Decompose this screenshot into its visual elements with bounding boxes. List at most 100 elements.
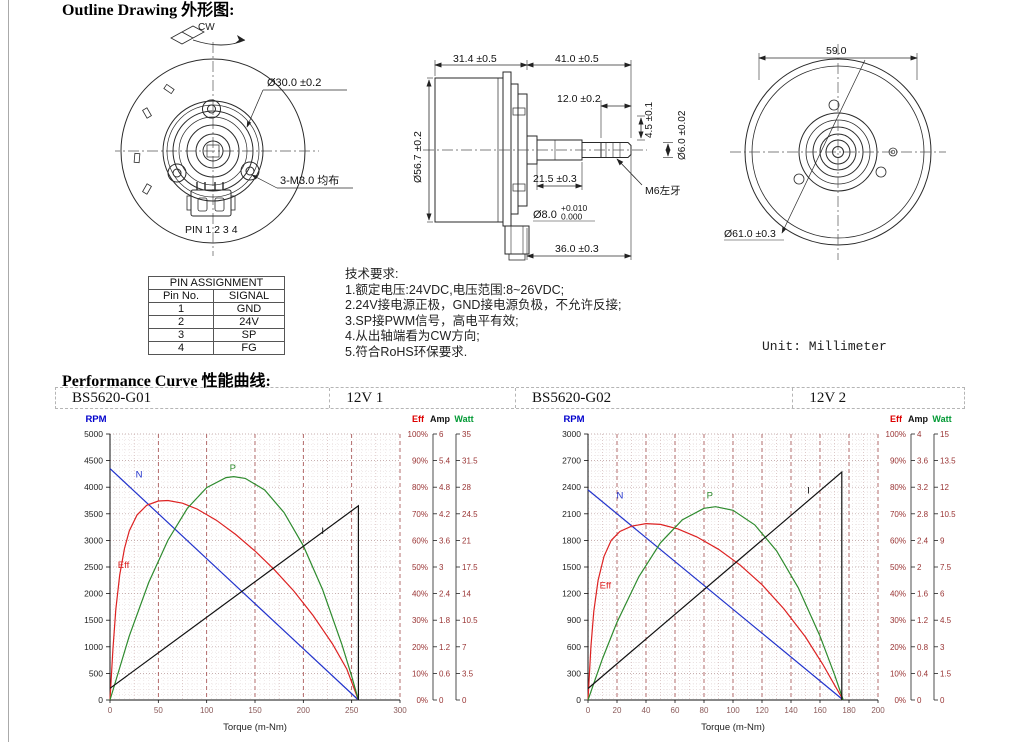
svg-text:0: 0	[439, 696, 444, 705]
front-view-drawing: CW Ø30.0 ±0.2 3-M3.0 均布 PIN 1 2 3 4	[115, 22, 353, 256]
svg-text:120: 120	[755, 706, 769, 715]
svg-text:90%: 90%	[412, 457, 428, 466]
svg-text:40%: 40%	[412, 590, 428, 599]
chart1-voltage-cell: 12V 1	[330, 388, 516, 408]
chart2-model-cell: BS5620-G02	[516, 388, 794, 408]
svg-text:2.4: 2.4	[439, 590, 451, 599]
svg-text:100: 100	[200, 706, 214, 715]
svg-text:50: 50	[154, 706, 163, 715]
rear-dim-59: 59.0	[826, 45, 847, 57]
svg-text:6: 6	[940, 590, 945, 599]
svg-text:Amp: Amp	[430, 414, 451, 424]
side-dim-d567: Ø56.7 ±0.2	[412, 131, 424, 183]
svg-text:2400: 2400	[562, 482, 581, 492]
svg-text:7.5: 7.5	[940, 563, 952, 572]
performance-curve-title: Performance Curve 性能曲线:	[62, 373, 271, 390]
svg-text:70%: 70%	[890, 510, 906, 519]
svg-text:21: 21	[462, 536, 471, 545]
svg-text:500: 500	[89, 668, 103, 678]
unit-note: Unit: Millimeter	[762, 339, 887, 354]
svg-text:100%: 100%	[408, 430, 428, 439]
svg-text:I: I	[321, 526, 324, 537]
side-dim-shaft: 41.0 ±0.5	[555, 53, 599, 65]
svg-text:0%: 0%	[416, 696, 428, 705]
tech-requirement-line: 5.符合RoHS环保要求.	[345, 344, 468, 359]
svg-text:80%: 80%	[412, 483, 428, 492]
signal-col-header: SIGNAL	[213, 289, 285, 303]
svg-text:300: 300	[393, 706, 407, 715]
front-dim-screws: 3-M3.0 均布	[280, 174, 339, 187]
pin-col-header: Pin No.	[148, 289, 214, 303]
svg-text:30%: 30%	[890, 616, 906, 625]
svg-text:0%: 0%	[894, 696, 906, 705]
svg-text:50%: 50%	[412, 563, 428, 572]
svg-text:2000: 2000	[84, 589, 103, 599]
series-eff	[109, 499, 359, 701]
svg-text:Eff: Eff	[118, 560, 130, 571]
svg-text:4.8: 4.8	[439, 483, 451, 492]
svg-text:0: 0	[108, 706, 113, 715]
svg-text:RPM: RPM	[563, 414, 584, 425]
svg-text:1500: 1500	[562, 562, 581, 572]
side-dim-body: 31.4 ±0.5	[453, 53, 497, 65]
side-dim-d6: Ø6.0 ±0.02	[677, 110, 688, 160]
svg-text:200: 200	[297, 706, 311, 715]
svg-text:0: 0	[98, 695, 103, 705]
svg-text:30%: 30%	[412, 616, 428, 625]
svg-text:3: 3	[940, 643, 945, 652]
svg-text:80%: 80%	[890, 483, 906, 492]
svg-text:900: 900	[567, 615, 581, 625]
svg-text:2500: 2500	[84, 562, 103, 572]
svg-text:250: 250	[345, 706, 359, 715]
pin-table-header-row: Pin No.SIGNAL	[148, 289, 285, 303]
svg-text:3.2: 3.2	[917, 483, 929, 492]
svg-text:60%: 60%	[412, 536, 428, 545]
svg-text:12: 12	[940, 483, 949, 492]
side-view-drawing: 31.4 ±0.5 41.0 ±0.5 12.0 ±0.2 4.5 ±0.1 Ø…	[412, 53, 688, 261]
svg-text:7: 7	[462, 643, 467, 652]
svg-text:Eff: Eff	[600, 580, 612, 591]
svg-text:1.2: 1.2	[917, 616, 929, 625]
chart-svg-1: RPM0300600900120015001800210024002700300…	[562, 414, 956, 733]
svg-text:35: 35	[462, 430, 471, 439]
svg-text:100%: 100%	[886, 430, 906, 439]
svg-text:300: 300	[567, 668, 581, 678]
svg-text:150: 150	[248, 706, 262, 715]
front-dim-outer: Ø30.0 ±0.2	[267, 77, 321, 89]
pin-table-title-row: PIN ASSIGNMENT	[148, 276, 285, 290]
cw-diamond-icon	[170, 25, 205, 45]
svg-text:P: P	[230, 463, 236, 474]
svg-text:5000: 5000	[84, 429, 103, 439]
svg-text:1.5: 1.5	[940, 669, 952, 678]
tech-requirement-line: 4.从出轴端看为CW方向;	[345, 329, 480, 344]
svg-text:60%: 60%	[890, 536, 906, 545]
svg-text:3.6: 3.6	[439, 536, 451, 545]
svg-text:4.5: 4.5	[940, 616, 952, 625]
svg-text:1000: 1000	[84, 642, 103, 652]
chart1-model-cell: BS5620-G01	[56, 388, 331, 408]
svg-text:Eff: Eff	[890, 414, 903, 424]
rear-view-drawing: 59.0 Ø61.0 ±0.3	[724, 44, 946, 260]
svg-text:5.4: 5.4	[439, 457, 451, 466]
side-dim-d8-tol-dn: 0.000	[561, 212, 583, 222]
series-i	[109, 504, 359, 700]
side-dim-45: 4.5 ±0.1	[644, 101, 655, 138]
svg-text:3500: 3500	[84, 509, 103, 519]
series-p	[109, 475, 359, 701]
svg-text:3000: 3000	[84, 535, 103, 545]
tech-requirement-line: 2.24V接电源正极，GND接电源负极，不允许反接;	[345, 298, 622, 313]
svg-text:10%: 10%	[412, 669, 428, 678]
svg-text:160: 160	[813, 706, 827, 715]
chart2-voltage-cell: 12V 2	[809, 389, 847, 406]
svg-text:2100: 2100	[562, 509, 581, 519]
side-dim-d8: Ø8.0	[533, 209, 557, 221]
svg-text:0.4: 0.4	[917, 669, 929, 678]
series-n	[109, 468, 359, 701]
svg-text:20%: 20%	[890, 643, 906, 652]
